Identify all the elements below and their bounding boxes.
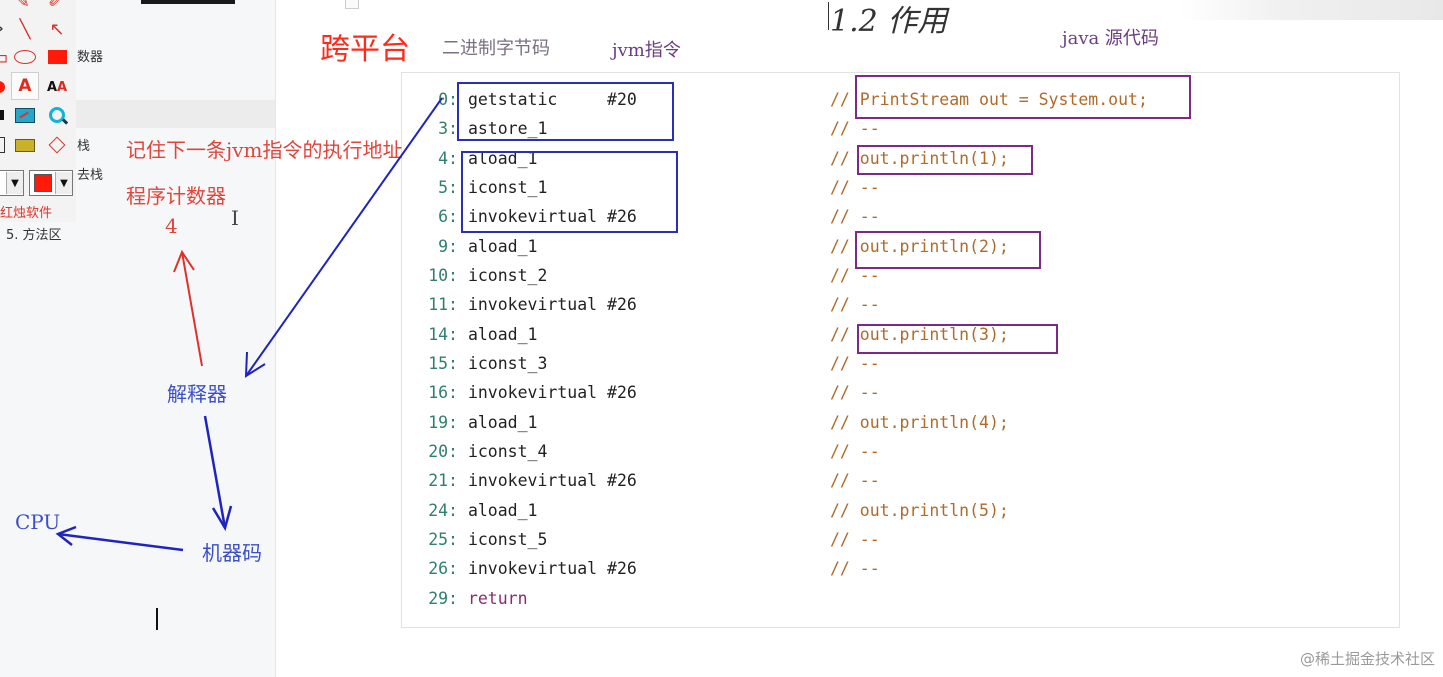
binary-bytecode-label: 二进制字节码 — [442, 38, 550, 59]
method-area-label: 5. 方法区 — [6, 228, 62, 243]
highlight-box-printstream — [855, 75, 1191, 119]
code-line: 19: aload_1// out.println(4); — [428, 413, 1009, 432]
program-counter-value: 4 — [165, 214, 178, 238]
highlight-box-println3-src — [857, 324, 1058, 354]
pc-description: 记住下一条jvm指令的执行地址 — [126, 138, 403, 162]
watermark: @稀土掘金技术社区 — [1299, 650, 1435, 668]
color-dropdown[interactable]: ▼ — [29, 170, 73, 196]
ibeam-cursor-icon: I — [231, 206, 239, 230]
highlight-box-println1 — [461, 151, 678, 233]
partial-tool-icon[interactable]: » — [0, 16, 12, 42]
toolbar-side-label-native-stack: 去栈 — [77, 168, 104, 183]
selected-color-swatch — [33, 174, 52, 192]
cpu-label: CPU — [15, 510, 61, 534]
toolbar-side-label-stack: 栈 — [77, 139, 91, 154]
arrow-tool-icon[interactable]: ↖ — [49, 18, 65, 40]
top-dark-bar — [141, 0, 235, 4]
line-width-dropdown[interactable]: ▼ — [0, 170, 24, 196]
partial-grid-icon[interactable] — [0, 132, 12, 158]
faded-header-region — [1180, 0, 1443, 20]
jvm-instructions-label: jvm指令 — [612, 40, 681, 61]
code-line: 5: iconst_1// -- — [438, 178, 880, 197]
rectangle-tool-icon[interactable]: ▭ — [0, 44, 12, 70]
program-counter-label: 程序计数器 — [126, 184, 226, 208]
code-line: 11: invokevirtual #26// -- — [428, 295, 880, 314]
bytecode-panel: 0: getstatic #20// PrintStream out = Sys… — [401, 72, 1400, 628]
chevron-down-icon: ▼ — [55, 172, 72, 194]
code-line: 3: astore_1// -- — [438, 119, 880, 138]
highlight-box-println1-src — [857, 145, 1033, 175]
line-tool-icon[interactable]: ╲ — [19, 18, 31, 40]
code-line: 21: invokevirtual #26// -- — [428, 471, 880, 490]
chevron-down-icon: ▼ — [6, 172, 23, 194]
black-square-icon[interactable] — [0, 102, 12, 128]
pen-icon[interactable]: ✎ — [16, 0, 30, 11]
code-line: 24: aload_1// out.println(5); — [428, 501, 1009, 520]
ellipse-tool-icon[interactable] — [12, 44, 38, 70]
code-line: 16: invokevirtual #26// -- — [428, 383, 880, 402]
code-line: 0: getstatic #20// PrintStream out = Sys… — [438, 90, 1148, 109]
eraser-icon[interactable]: ✐ — [48, 0, 62, 11]
screen-capture-icon[interactable] — [12, 102, 38, 128]
java-source-label: java 源代码 — [1062, 28, 1159, 49]
filled-rect-tool-icon[interactable] — [44, 44, 70, 70]
code-line: 4: aload_1// out.println(1); — [438, 149, 1009, 168]
top-small-icon — [345, 0, 359, 9]
cross-platform-label: 跨平台 — [320, 32, 410, 67]
code-line: 6: invokevirtual #26// -- — [438, 207, 880, 226]
highlight-box-println2-src — [855, 231, 1041, 269]
toolbar-side-label-counter: 数器 — [77, 50, 104, 65]
code-line: 15: iconst_3// -- — [428, 354, 880, 373]
code-line: 25: iconst_5// -- — [428, 530, 880, 549]
code-line: 9: aload_1// out.println(2); — [438, 237, 1009, 256]
text-cursor — [156, 608, 158, 630]
code-line: 10: iconst_2// -- — [428, 266, 880, 285]
highlight-box-getstatic — [457, 82, 674, 141]
zoom-tool-icon[interactable] — [44, 102, 70, 128]
annotation-toolbar: ✎ ✐ » ╲ ↖ ▭ A AA ▼ ▼ — [0, 0, 76, 222]
diamond-tool-icon[interactable] — [44, 132, 70, 158]
open-folder-icon[interactable] — [12, 132, 38, 158]
filled-circle-tool-icon[interactable] — [0, 74, 12, 100]
code-line: 29: return — [428, 589, 528, 608]
code-line: 20: iconst_4// -- — [428, 442, 880, 461]
code-line: 14: aload_1// out.println(3); — [428, 325, 1009, 344]
code-line: 26: invokevirtual #26// -- — [428, 559, 880, 578]
interpreter-label: 解释器 — [167, 382, 227, 406]
section-heading: 1.2 作用 — [830, 4, 948, 39]
machine-code-label: 机器码 — [202, 541, 262, 565]
heading-caret — [828, 2, 829, 30]
text-tool-icon[interactable]: A — [11, 72, 39, 100]
brand-label: 红烛软件 — [0, 206, 53, 221]
